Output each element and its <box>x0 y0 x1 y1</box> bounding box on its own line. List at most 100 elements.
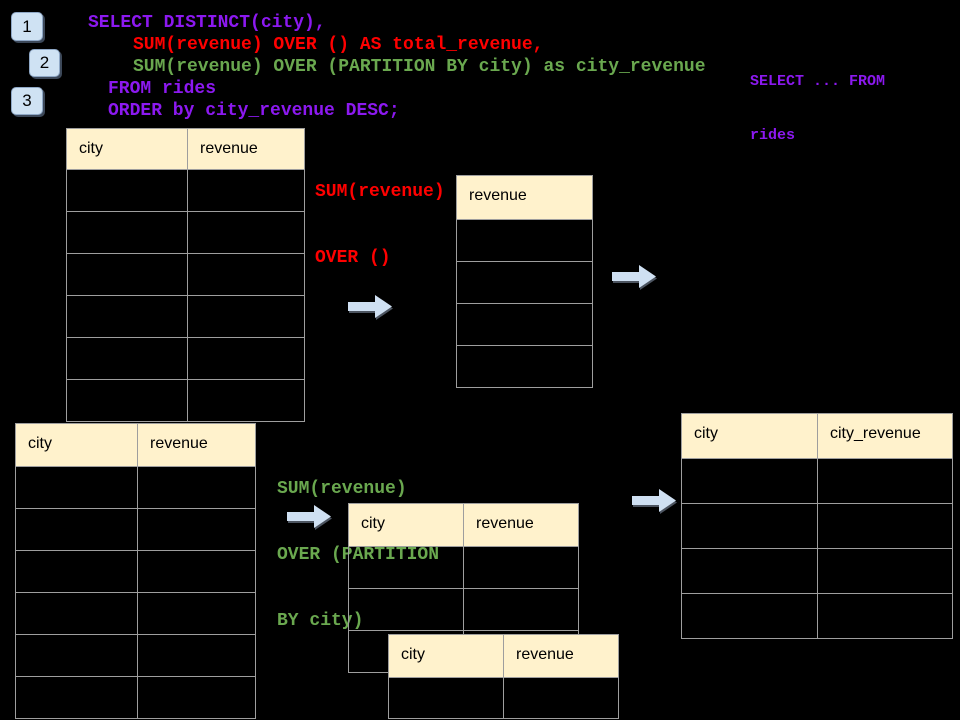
arrow-right-icon <box>632 489 676 512</box>
from-snippet: SELECT ... FROM rides <box>750 37 885 181</box>
column-header-city-revenue: city_revenue <box>817 414 952 458</box>
table-cell <box>349 547 463 588</box>
table-cell <box>137 593 255 634</box>
table-cell <box>682 459 817 503</box>
table-cell <box>463 589 578 630</box>
sql-line-select: SELECT DISTINCT(city), <box>88 13 326 33</box>
column-header-city: city <box>28 435 52 452</box>
from-snippet-line-1: SELECT ... FROM <box>750 73 886 90</box>
table-cell <box>67 380 187 421</box>
total-revenue-table: revenue <box>456 175 593 388</box>
table-header-row: city revenue <box>389 635 618 677</box>
table-header-row: city revenue <box>67 129 304 169</box>
table-row <box>457 261 592 303</box>
table-cell <box>67 254 187 295</box>
table-header-row: city revenue <box>349 504 578 546</box>
table-cell <box>187 380 304 421</box>
table-cell <box>67 296 187 337</box>
step-badge-1: 1 <box>11 12 43 41</box>
step-badge-3: 3 <box>11 87 43 115</box>
source-table-bottom: city revenue <box>15 423 256 719</box>
table-cell <box>16 551 137 592</box>
table-cell <box>817 549 952 593</box>
table-cell <box>16 677 137 718</box>
table-cell <box>349 589 463 630</box>
sql-line-order-by: ORDER by city_revenue DESC; <box>108 101 400 121</box>
table-cell <box>67 338 187 379</box>
column-header-revenue: revenue <box>137 424 255 466</box>
column-header-city: city <box>361 515 385 532</box>
table-row <box>389 677 618 718</box>
table-header-row: revenue <box>457 176 592 219</box>
sql-line-from: FROM rides <box>108 79 217 99</box>
table-row <box>457 219 592 261</box>
table-row <box>16 592 255 634</box>
partition-table-a: city revenue <box>348 503 579 673</box>
partition-window-label: SUM(revenue) OVER (PARTITION BY city) <box>277 434 439 676</box>
table-cell <box>682 504 817 548</box>
arrow-right-icon <box>612 265 656 288</box>
table-row <box>349 546 578 588</box>
table-header-row: city city_revenue <box>682 414 952 458</box>
table-cell <box>16 509 137 550</box>
table-row <box>682 458 952 503</box>
table-row <box>16 508 255 550</box>
table-row <box>349 588 578 630</box>
table-cell <box>16 593 137 634</box>
column-header-revenue: revenue <box>463 504 578 546</box>
arrow-right-icon <box>348 295 392 318</box>
table-cell <box>187 296 304 337</box>
sql-line-total-revenue: SUM(revenue) OVER () AS total_revenue, <box>133 35 544 55</box>
table-cell <box>67 212 187 253</box>
table-cell <box>137 467 255 508</box>
partition-window-label-line-3: BY city) <box>277 611 364 631</box>
table-cell <box>817 459 952 503</box>
from-snippet-line-2: rides <box>750 127 796 144</box>
sql-line-city-revenue: SUM(revenue) OVER (PARTITION BY city) as… <box>133 57 706 77</box>
table-row <box>16 550 255 592</box>
table-row <box>682 593 952 638</box>
table-cell <box>457 304 592 345</box>
column-header-city: city <box>79 140 103 157</box>
table-cell <box>457 346 592 387</box>
table-row <box>457 303 592 345</box>
table-row <box>457 345 592 387</box>
table-cell <box>16 635 137 676</box>
table-cell <box>682 549 817 593</box>
table-row <box>67 253 304 295</box>
table-row <box>67 295 304 337</box>
table-row <box>67 337 304 379</box>
table-row <box>682 548 952 593</box>
table-row <box>67 211 304 253</box>
table-cell <box>817 594 952 638</box>
table-cell <box>817 504 952 548</box>
result-table: city city_revenue <box>681 413 953 639</box>
table-header-row: city revenue <box>16 424 255 466</box>
column-header-city: city <box>694 425 718 442</box>
partition-table-b: city revenue <box>388 634 619 719</box>
table-cell <box>503 678 618 718</box>
table-row <box>16 466 255 508</box>
table-row <box>67 379 304 421</box>
table-cell <box>457 220 592 261</box>
table-cell <box>16 467 137 508</box>
table-row <box>16 676 255 718</box>
total-window-label: SUM(revenue) OVER () <box>315 137 445 313</box>
arrow-right-icon <box>287 505 331 528</box>
partition-window-label-line-2: OVER (PARTITION <box>277 545 440 565</box>
column-header-revenue: revenue <box>469 187 527 204</box>
total-window-label-line-2: OVER () <box>315 248 391 268</box>
partition-window-label-line-1: SUM(revenue) <box>277 479 407 499</box>
table-row <box>16 634 255 676</box>
table-cell <box>187 338 304 379</box>
total-window-label-line-1: SUM(revenue) <box>315 182 445 202</box>
table-row <box>682 503 952 548</box>
table-cell <box>137 551 255 592</box>
table-cell <box>137 635 255 676</box>
column-header-revenue: revenue <box>187 129 304 169</box>
table-cell <box>682 594 817 638</box>
column-header-city: city <box>401 646 425 663</box>
table-cell <box>137 509 255 550</box>
table-cell <box>137 677 255 718</box>
